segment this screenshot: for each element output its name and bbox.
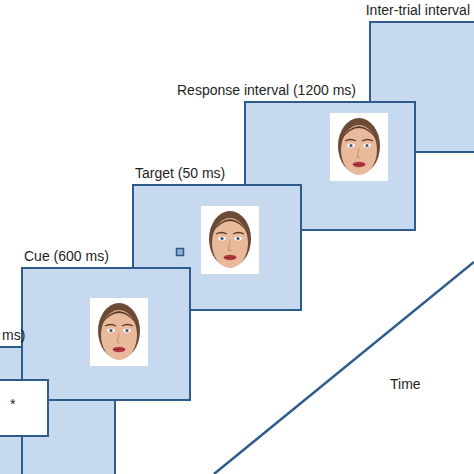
axis-label: Time bbox=[390, 376, 421, 392]
display-panel: ms) bbox=[0, 347, 22, 380]
display-panel: Cue (600 ms) bbox=[22, 268, 190, 400]
panel-heading: Target (50 ms) bbox=[135, 165, 225, 181]
fixation-panel: * bbox=[0, 380, 48, 436]
face-picture bbox=[330, 113, 388, 181]
display-panel: Inter-trial interval bbox=[370, 22, 474, 152]
face-picture bbox=[201, 206, 259, 274]
panel-heading: Inter-trial interval bbox=[366, 2, 470, 18]
panel-heading: ms) bbox=[2, 327, 25, 343]
panel-heading: Response interval (1200 ms) bbox=[177, 82, 356, 98]
fixation-symbol: * bbox=[10, 396, 15, 412]
face-picture bbox=[90, 298, 148, 366]
display-panel: Response interval (1200 ms) bbox=[245, 102, 415, 230]
display-panel: Target (50 ms) bbox=[133, 185, 301, 310]
target-square bbox=[177, 249, 184, 256]
panel-heading: Cue (600 ms) bbox=[24, 248, 109, 264]
fixation-panel bbox=[0, 380, 48, 436]
